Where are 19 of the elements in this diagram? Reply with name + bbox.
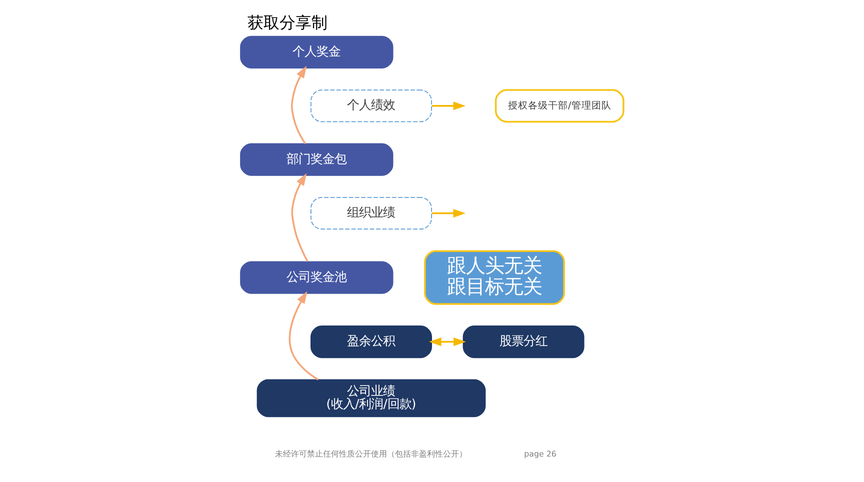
node-box: 盈余公积	[310, 326, 432, 358]
node-box: 公司奖金池	[240, 261, 394, 294]
node-box: 部门奖金包	[240, 143, 394, 176]
node-box: 个人奖金	[240, 36, 394, 68]
node-box: 个人绩效	[310, 90, 432, 122]
arrow	[428, 337, 466, 346]
arrow	[432, 102, 466, 110]
node-box: 授权各级干部/管理团队	[494, 89, 624, 123]
arrow	[291, 66, 307, 144]
arrow	[432, 208, 466, 218]
label: 未经许可禁止任何性质公开使用（包括非盈利性公开）	[275, 449, 468, 458]
node-box: 组织业绩	[310, 196, 432, 230]
diagram-title: 获取分享制	[248, 12, 328, 32]
node-box: 股票分红	[462, 326, 584, 358]
node-box: 跟人头无关 跟目标无关	[424, 250, 565, 305]
label: page 26	[524, 449, 556, 458]
arrow	[291, 173, 308, 262]
node-box: 公司业绩 (收入/利润/回款)	[256, 379, 486, 418]
arrow	[288, 291, 319, 380]
